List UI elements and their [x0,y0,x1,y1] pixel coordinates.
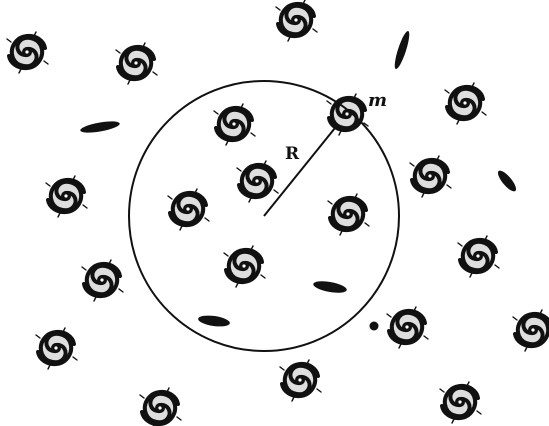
radius-label: R [285,144,300,164]
spiral-galaxy-icon [276,0,317,41]
mass-label: m [368,90,387,111]
spiral-galaxy-icon [214,104,255,145]
spiral-galaxy-icon [440,382,481,423]
spiral-galaxy-icon [513,310,549,351]
spiral-galaxy-icon [224,246,265,287]
spiral-galaxy-icon [328,194,369,235]
dwarf-galaxy-icon [370,322,379,331]
spiral-galaxy-icon [387,307,428,348]
edge-on-galaxy-icon [80,119,121,135]
spiral-galaxy-icon [116,43,157,84]
edge-on-galaxy-icon [495,168,519,194]
spiral-galaxy-icon [410,156,451,197]
edge-on-galaxy-icon [312,279,347,295]
spiral-galaxy-icon [140,388,181,426]
spiral-galaxy-icon [280,360,321,401]
spiral-galaxy-icon [36,328,77,369]
spiral-galaxy-icon [445,83,486,124]
spiral-galaxy-icon [7,32,48,73]
edge-on-galaxy-icon [392,30,412,71]
edge-on-galaxy-icon [197,314,230,328]
spiral-galaxy-icon [82,260,123,301]
spiral-galaxy-icon [46,176,87,217]
spiral-galaxy-icon [237,161,278,202]
spiral-galaxy-icon [458,236,499,277]
spiral-galaxy-icon [168,189,209,230]
